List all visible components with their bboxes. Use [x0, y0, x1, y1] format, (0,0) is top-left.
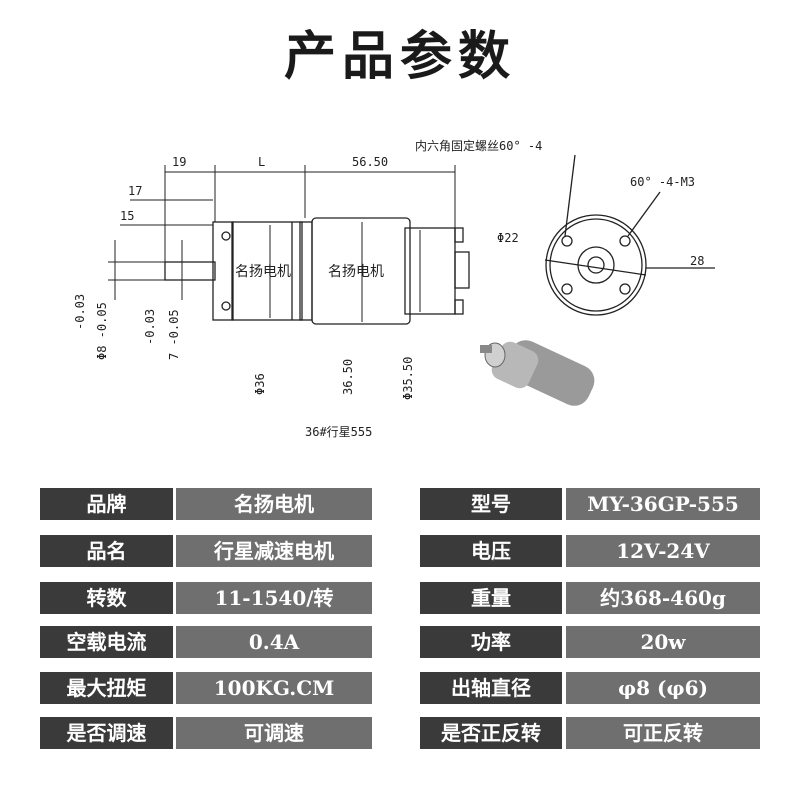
spec-value-product-name: 行星减速电机	[176, 535, 372, 567]
brand-stamp-gearbox: 名扬电机	[235, 264, 291, 280]
flat-tolerance-upper: -0.03	[143, 309, 157, 345]
spec-value-max-torque: 100KG.CM	[176, 672, 372, 704]
spec-value-power: 20w	[566, 626, 760, 658]
diameter-35-50: Φ35.50	[401, 357, 415, 400]
spec-label-voltage: 电压	[420, 535, 562, 567]
spec-value-shaft-diameter: φ8 (φ6)	[566, 672, 760, 704]
diameter-36-50: 36.50	[341, 359, 355, 395]
hole-note: 60° -4-M3	[630, 175, 695, 189]
motor-photo-thumbnail	[480, 340, 595, 406]
dimension-L: L	[258, 155, 265, 169]
dimension-17: 17	[128, 184, 142, 198]
page-title: 产品参数	[283, 26, 516, 87]
spec-value-weight: 约368-460g	[566, 582, 760, 614]
flat-tolerance-lower: 7 -0.05	[167, 309, 181, 360]
spec-label-speed-adjustable: 是否调速	[40, 717, 173, 749]
spec-value-reversible: 可正反转	[566, 717, 760, 749]
spec-value-voltage: 12V-24V	[566, 535, 760, 567]
spec-value-model: MY-36GP-555	[566, 488, 760, 520]
dimension-28: 28	[690, 254, 704, 268]
motor-technical-drawing: 19 L 56.50 17 15 -0.03 Φ8 -0.05 -0.03 7 …	[73, 138, 715, 439]
spec-label-shaft-diameter: 出轴直径	[420, 672, 562, 704]
spec-value-no-load-current: 0.4A	[176, 626, 372, 658]
dimension-15: 15	[120, 209, 134, 223]
spec-value-speed-adjustable: 可调速	[176, 717, 372, 749]
spec-label-product-name: 品名	[40, 535, 173, 567]
spec-label-speed: 转数	[40, 582, 173, 614]
spec-label-reversible: 是否正反转	[420, 717, 562, 749]
gearbox-body	[231, 221, 303, 321]
shaft-tolerance-lower: Φ8 -0.05	[95, 302, 109, 360]
shaft-tolerance-upper: -0.03	[73, 294, 87, 330]
screw-note: 内六角固定螺丝60° -4	[415, 138, 542, 153]
dimension-56-50: 56.50	[352, 155, 388, 169]
brand-stamp-motor: 名扬电机	[328, 264, 384, 280]
diameter-36: Φ36	[253, 373, 267, 395]
dimension-19: 19	[172, 155, 186, 169]
spec-label-no-load-current: 空载电流	[40, 626, 173, 658]
spec-label-power: 功率	[420, 626, 562, 658]
front-view	[544, 154, 715, 316]
spec-label-brand: 品牌	[40, 488, 173, 520]
model-caption: 36#行星555	[305, 425, 372, 439]
spec-value-speed: 11-1540/转	[176, 582, 372, 614]
gearbox-flange	[212, 221, 234, 321]
spec-value-brand: 名扬电机	[176, 488, 372, 520]
spec-label-max-torque: 最大扭矩	[40, 672, 173, 704]
motor-end-cap	[404, 227, 456, 315]
spec-label-weight: 重量	[420, 582, 562, 614]
diameter-22: Φ22	[497, 231, 519, 245]
spec-label-model: 型号	[420, 488, 562, 520]
output-shaft	[164, 261, 216, 281]
